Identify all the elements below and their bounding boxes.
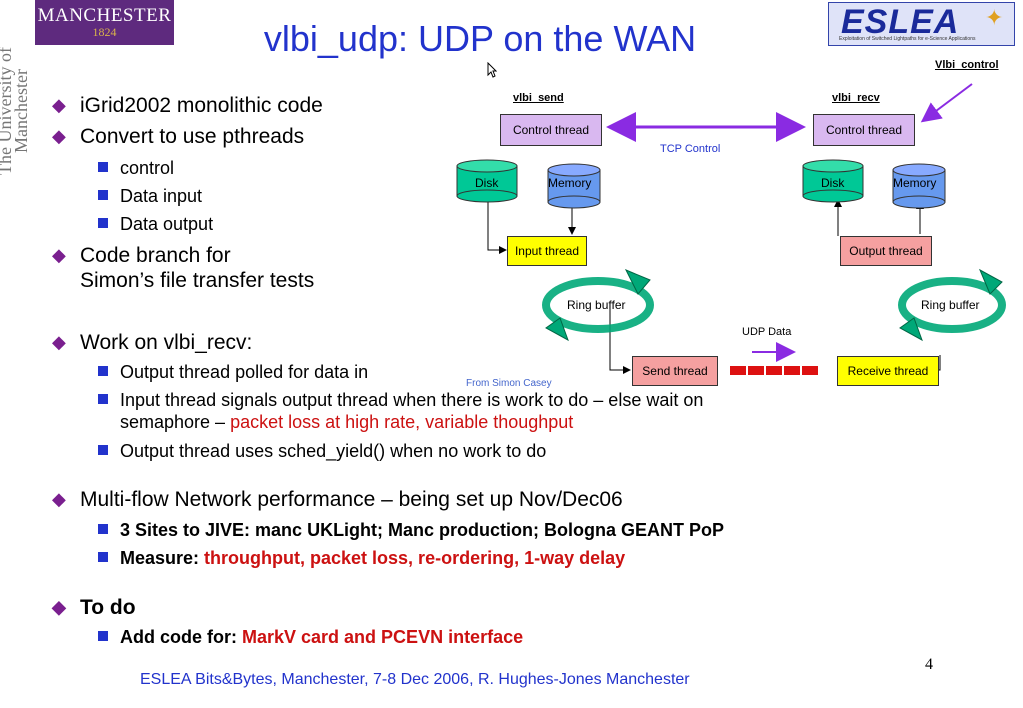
diamond-bullet-icon: ◆	[52, 245, 66, 265]
bullet-text: Multi-flow Network performance – being s…	[80, 488, 623, 511]
bullet-text: iGrid2002 monolithic code	[80, 94, 323, 117]
sub-bullet-item: Output thread uses sched_yield() when no…	[98, 440, 547, 462]
star-icon: ✦	[985, 5, 1004, 30]
credit-label: From Simon Casey	[466, 378, 552, 389]
sub-bullet-text: 3 Sites to JIVE: manc UKLight; Manc prod…	[120, 520, 725, 540]
memory-label-recv: Memory	[893, 176, 937, 190]
vlbi-control-label: Vlbi_control	[935, 59, 999, 71]
bullet-item: ◆ Convert to use pthreads	[52, 124, 305, 149]
square-bullet-icon	[98, 445, 108, 455]
bullet-text-line2: Simon’s file transfer tests	[80, 269, 315, 292]
memory-cylinder-recv	[892, 163, 946, 209]
square-bullet-icon	[98, 190, 108, 200]
bullet-item: ◆ iGrid2002 monolithic code	[52, 93, 323, 118]
memory-cylinder-send	[547, 163, 601, 209]
sub-bullet-text: Data output	[120, 214, 214, 234]
receive-thread-box: Receive thread	[837, 356, 939, 386]
udp-data-label: UDP Data	[742, 326, 792, 338]
page-number: 4	[925, 656, 933, 673]
sub-bullet-item: control	[98, 157, 175, 179]
sub-bullet-item: 3 Sites to JIVE: manc UKLight; Manc prod…	[98, 519, 725, 541]
sub-bullet-item: Input thread signals output thread when …	[98, 389, 920, 433]
bullet-text: To do	[80, 596, 136, 619]
slide-title: vlbi_udp: UDP on the WAN	[263, 18, 697, 59]
sub-bullet-text: Data input	[120, 186, 203, 206]
university-vertical-text: The University of Manchester	[0, 47, 31, 175]
control-thread-recv: Control thread	[813, 114, 915, 146]
square-bullet-icon	[98, 552, 108, 562]
bullet-text: Code branch for	[80, 244, 231, 267]
square-bullet-icon	[98, 366, 108, 376]
memory-label-send: Memory	[548, 176, 592, 190]
output-thread-box: Output thread	[840, 236, 932, 266]
diamond-bullet-icon: ◆	[52, 332, 66, 352]
eslea-logo: ESLEA ✦ Exploitation of Switched Lightpa…	[828, 2, 1015, 46]
square-bullet-icon	[98, 394, 108, 404]
bullet-item: ◆ Multi-flow Network performance – being…	[52, 487, 623, 512]
sub-bullet-text: control	[120, 158, 175, 178]
control-thread-send: Control thread	[500, 114, 602, 146]
sub-bullet-text: Output thread uses sched_yield() when no…	[120, 441, 547, 461]
square-bullet-icon	[98, 218, 108, 228]
bullet-text: Work on vlbi_recv:	[80, 331, 253, 354]
diamond-bullet-icon: ◆	[52, 126, 66, 146]
sub-bullet-text: Add code for:	[120, 627, 242, 647]
emphasis-text: packet loss at high rate, variable thoug…	[230, 412, 574, 432]
bullet-item: ◆ Work on vlbi_recv:	[52, 330, 253, 355]
input-thread-box: Input thread	[507, 236, 587, 266]
disk-label-send: Disk	[475, 176, 499, 190]
square-bullet-icon	[98, 524, 108, 534]
sub-bullet-item: Data input	[98, 185, 203, 207]
ring-buffer-label-send: Ring buffer	[567, 298, 626, 312]
disk-cylinder-send	[456, 159, 518, 203]
sub-bullet-item: Data output	[98, 213, 214, 235]
logo-year: 1824	[92, 25, 117, 39]
emphasis-text: throughput, packet loss, re-ordering, 1-…	[204, 548, 626, 568]
send-thread-box: Send thread	[632, 356, 718, 386]
diamond-bullet-icon: ◆	[52, 597, 66, 617]
square-bullet-icon	[98, 162, 108, 172]
diamond-bullet-icon: ◆	[52, 489, 66, 509]
ring-buffer-label-recv: Ring buffer	[921, 298, 980, 312]
university-logo: MANCHESTER 1824	[35, 0, 174, 45]
footer-text: ESLEA Bits&Bytes, Manchester, 7-8 Dec 20…	[140, 671, 690, 688]
disk-label-recv: Disk	[821, 176, 845, 190]
mouse-cursor-icon	[487, 61, 498, 83]
tcp-control-label: TCP Control	[660, 143, 721, 155]
sub-bullet-text-line2: semaphore –	[120, 412, 231, 432]
bullet-text: Convert to use pthreads	[80, 125, 305, 148]
eslea-logo-word: ESLEA	[841, 3, 960, 41]
emphasis-text: MarkV card and PCEVN interface	[242, 627, 524, 647]
sub-bullet-item: Add code for: MarkV card and PCEVN inter…	[98, 626, 524, 648]
diamond-bullet-icon: ◆	[52, 95, 66, 115]
sub-bullet-text: Input thread signals output thread when …	[120, 390, 704, 410]
vlbi-send-label: vlbi_send	[513, 92, 564, 104]
sub-bullet-text: Measure:	[120, 548, 205, 568]
square-bullet-icon	[98, 631, 108, 641]
sub-bullet-text: Output thread polled for data in	[120, 362, 369, 382]
bullet-item: ◆ To do	[52, 595, 136, 620]
vlbi-recv-label: vlbi_recv	[832, 92, 880, 104]
sub-bullet-item: Measure: throughput, packet loss, re-ord…	[98, 547, 626, 569]
sub-bullet-item: Output thread polled for data in	[98, 361, 369, 383]
bullet-item: ◆ Code branch for Simon’s file transfer …	[52, 243, 315, 293]
logo-word: MANCHESTER	[37, 5, 172, 26]
disk-cylinder-recv	[802, 159, 864, 203]
eslea-logo-subtitle: Exploitation of Switched Lightpaths for …	[839, 36, 976, 42]
